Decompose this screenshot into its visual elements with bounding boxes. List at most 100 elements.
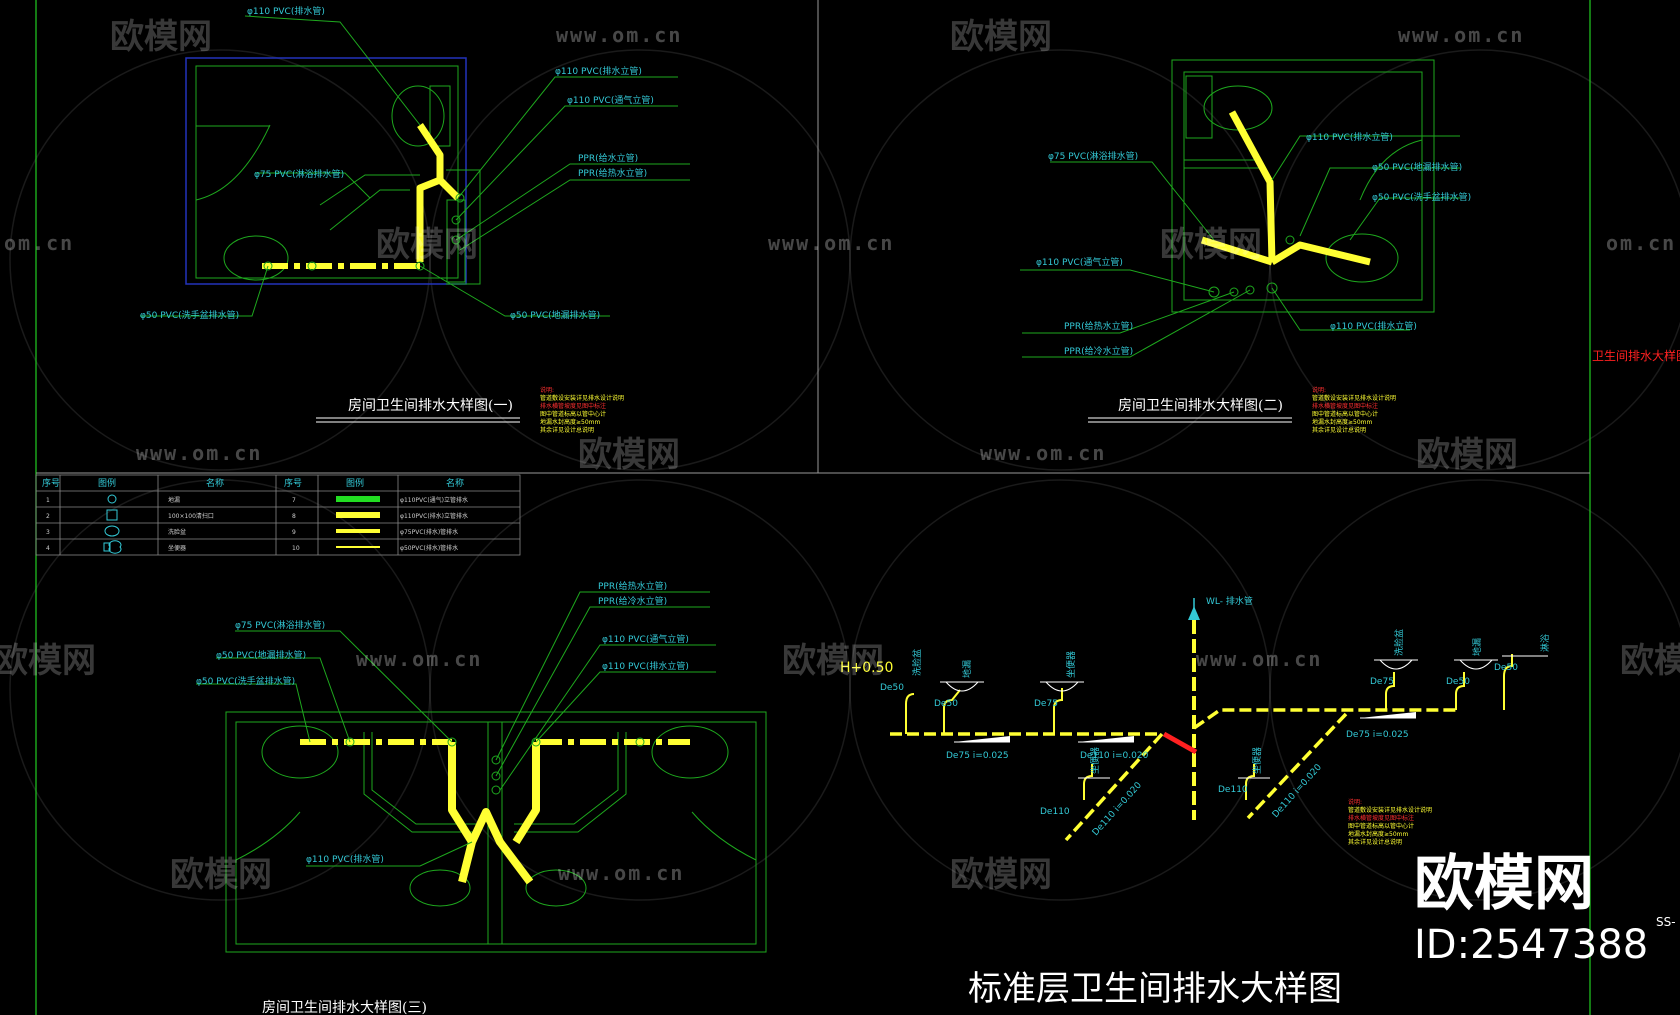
fixture-label-c: 坐便器 <box>1065 651 1077 678</box>
plan1-label-5: φ75 PVC(淋浴排水管) <box>254 168 344 180</box>
legend-row-3-n2: 10 <box>292 545 300 552</box>
watermark-url: www.om.cn <box>980 441 1106 465</box>
plan1-note-1: 管道敷设安装详见排水设计说明 <box>540 394 624 402</box>
plan1-note-5: 其余详见设计总说明 <box>540 426 594 434</box>
watermark-url: www.om.cn <box>768 231 894 255</box>
slope-label-5: De110 i=0.020 <box>1271 762 1324 820</box>
fixture-label-d: 洗脸盆 <box>1393 629 1405 656</box>
legend-row-3-n1: 4 <box>46 545 50 552</box>
corner-brand: 欧模网 <box>1414 849 1594 919</box>
plan1-label-0: φ110 PVC(排水管) <box>247 5 325 17</box>
legend-header-1: 图例 <box>98 477 116 489</box>
plan-3: PPR(给热水立管) PPR(给冷水立管) φ75 PVC(淋浴排水管) φ11… <box>196 580 767 1015</box>
plan1-title: 房间卫生间排水大样图(一) <box>348 398 513 414</box>
de110-label-a: De110 <box>1040 807 1070 817</box>
side-title: 卫生间排水大样图 <box>1592 348 1680 363</box>
plan1-note-4: 地漏水封高度≥50mm <box>540 418 601 426</box>
plan1-note-3: 图中管道标高以管中心计 <box>540 410 606 418</box>
corner-id: ID:2547388 <box>1414 922 1648 968</box>
legend-row-0-name1: 地漏 <box>168 496 180 504</box>
legend-row-1-name1: 100×100清扫口 <box>168 512 214 520</box>
slope-label-3: De75 i=0.025 <box>1346 730 1409 740</box>
toilet-icon <box>103 540 122 554</box>
plan2-label-5: PPR(给热水立管) <box>1064 320 1133 332</box>
legend-header-2: 名称 <box>206 477 224 489</box>
plan3-label-6: φ50 PVC(洗手盆排水管) <box>196 675 295 687</box>
plan2-note-head: 说明: <box>1312 386 1326 394</box>
watermark-brand: 欧模网 <box>950 17 1052 57</box>
plan1-label-3: PPR(给水立管) <box>578 152 638 164</box>
elevation-mark: H+0.50 <box>840 660 893 676</box>
fixture-label-h: 坐便器 <box>1251 747 1263 774</box>
watermark-brand: 欧模网 <box>950 855 1052 895</box>
floor-drain-icon <box>107 494 117 504</box>
section-note-3: 图中管道标高以管中心计 <box>1348 822 1414 830</box>
fixture-label-g: 坐便器 <box>1089 747 1101 774</box>
legend-header-4: 图例 <box>346 477 364 489</box>
slope-label-4: De110 i=0.020 <box>1091 780 1144 838</box>
de50-label-c: De50 <box>1446 677 1470 687</box>
watermark-brand: 欧模网 <box>578 435 680 475</box>
plan3-title: 房间卫生间排水大样图(三) <box>262 1000 427 1015</box>
legend-row-0-name2: φ110PVC(通气)立管排水 <box>400 496 468 504</box>
legend-row-2-n1: 3 <box>46 529 50 536</box>
plan2-note-5: 其余详见设计总说明 <box>1312 426 1366 434</box>
sheet-frames <box>35 0 1591 1015</box>
legend-table: 序号 图例 名称 序号 图例 名称 1 地漏 7 φ110PVC(通气)立管排水… <box>35 474 521 556</box>
plan3-label-4: φ50 PVC(地漏排水管) <box>216 649 306 661</box>
de50-label-b: De50 <box>934 699 958 709</box>
watermark-brand: 欧模网 <box>170 855 272 895</box>
plan2-label-4: φ110 PVC(通气立管) <box>1036 256 1123 268</box>
de50-label-a: De50 <box>880 683 904 693</box>
watermark-brand: 欧模网 <box>376 225 478 265</box>
legend-row-2-name2: φ75PVC(排水)管排水 <box>400 528 458 536</box>
plan2-label-2: φ50 PVC(地漏排水管) <box>1372 161 1462 173</box>
plan-2: φ75 PVC(淋浴排水管) φ110 PVC(排水立管) φ50 PVC(地漏… <box>1020 59 1471 434</box>
plan3-label-2: φ75 PVC(淋浴排水管) <box>235 619 325 631</box>
plan2-note-4: 地漏水封高度≥50mm <box>1312 418 1373 426</box>
plan2-label-7: φ110 PVC(排水立管) <box>1330 320 1417 332</box>
legend-row-3-name1: 坐便器 <box>168 544 186 552</box>
section-note-1: 管道敷设安装详见排水设计说明 <box>1348 806 1432 814</box>
watermarks: 欧模网 www.om.cn 欧模网 www.om.cn om.cn 欧模网 ww… <box>0 17 1680 895</box>
slope-label-1: De75 i=0.025 <box>946 751 1009 761</box>
slope-label-2: De110 i=0.020 <box>1080 751 1149 761</box>
watermark-url: om.cn <box>1606 231 1676 255</box>
plan2-title: 房间卫生间排水大样图(二) <box>1118 398 1283 414</box>
fixture-label-a: 洗脸盆 <box>911 649 923 676</box>
watermark-url: www.om.cn <box>136 441 262 465</box>
de75-label-a: De75 <box>1034 699 1058 709</box>
plan1-label-6: φ50 PVC(洗手盆排水管) <box>140 309 239 321</box>
legend-row-0-n1: 1 <box>46 497 50 504</box>
watermark-url: www.om.cn <box>1196 647 1322 671</box>
section-diagram: WL- 排水管 H+0.50 De50 De50 De75 <box>840 595 1551 1009</box>
plan2-note-2: 排水横管坡度见图中标注 <box>1312 402 1378 410</box>
watermark-url: www.om.cn <box>558 861 684 885</box>
fixture-label-b: 地漏 <box>961 660 973 678</box>
watermark-brand: 欧模网 <box>1160 225 1262 265</box>
plan2-note-1: 管道敷设安装详见排水设计说明 <box>1312 394 1396 402</box>
legend-header-3: 序号 <box>284 477 302 489</box>
plan3-label-0: PPR(给热水立管) <box>598 580 667 592</box>
legend-header-5: 名称 <box>446 477 464 489</box>
legend-header-0: 序号 <box>42 477 60 489</box>
main-title: 标准层卫生间排水大样图 <box>968 969 1342 1009</box>
legend-row-1-name2: φ110PVC(排水)立管排水 <box>400 512 468 520</box>
section-note-4: 地漏水封高度≥50mm <box>1348 830 1409 838</box>
plan-1: φ110 PVC(排水管) φ110 PVC(排水立管) φ110 PVC(通气… <box>140 5 690 434</box>
cleanout-icon <box>106 509 118 521</box>
watermark-brand: 欧模网 <box>1620 641 1680 681</box>
watermark-brand: 欧模网 <box>782 641 884 681</box>
section-note-5: 其余详见设计总说明 <box>1348 838 1402 846</box>
legend-row-2-name1: 洗脸盆 <box>168 528 186 536</box>
plan1-label-4: PPR(给热水立管) <box>578 167 647 179</box>
legend-row-0-n2: 7 <box>292 497 296 504</box>
plan2-label-6: PPR(给冷水立管) <box>1064 345 1133 357</box>
section-note-2: 排水横管坡度见图中标注 <box>1348 814 1414 822</box>
plan1-note-2: 排水横管坡度见图中标注 <box>540 402 606 410</box>
plan3-label-1: PPR(给冷水立管) <box>598 595 667 607</box>
watermark-brand: 欧模网 <box>110 17 212 57</box>
riser-label: WL- 排水管 <box>1206 595 1253 607</box>
plan1-label-1: φ110 PVC(排水立管) <box>555 65 642 77</box>
